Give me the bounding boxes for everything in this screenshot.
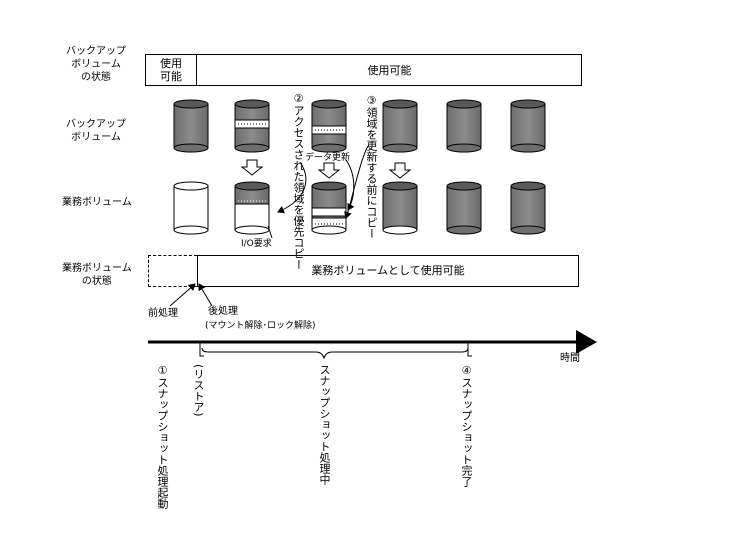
business-cylinder-6: [510, 181, 546, 235]
during-snapshot-label: スナップショット処理中: [318, 364, 331, 485]
step1-label: ①スナップショット処理起動: [156, 364, 169, 509]
post-process-detail-label: (マウント解除･ロック解除): [205, 321, 316, 331]
backup-volume-label: バックアップ ボリューム: [66, 118, 126, 144]
backup-state-bar: [145, 54, 582, 86]
snapshot-brace: [201, 347, 469, 360]
down-arrow-1: [240, 159, 264, 176]
pre-process-arrow: [169, 283, 196, 307]
backup-volume-label-line2: ボリューム: [71, 132, 121, 143]
backup-cylinder-6: [510, 99, 546, 153]
backup-state-label-line3: の状態: [81, 72, 111, 83]
business-cylinder-5: [446, 181, 482, 235]
step4-label: ④スナップショット完了: [460, 364, 473, 487]
step2-label: ②アクセスされた領域を優先コピー: [292, 92, 305, 270]
down-arrow-2: [317, 162, 341, 179]
copy-before-update-arrow: [344, 145, 369, 219]
io-request-arrow: [267, 225, 273, 239]
backup-state-cell-unusable: [145, 54, 197, 86]
post-process-arrow: [198, 283, 213, 307]
business-cylinder-2-partial: [234, 181, 270, 235]
restore-tick: [199, 342, 204, 357]
post-process-label: 後処理: [208, 306, 238, 317]
business-volume-label: 業務ボリューム: [62, 197, 132, 208]
step3-label: ③領域を更新する前にコピー: [365, 94, 378, 239]
backup-cylinder-1: [173, 99, 209, 153]
io-request-label: I/O要求: [241, 239, 272, 249]
backup-state-label: バックアップ ボリューム の状態: [66, 45, 126, 84]
business-state-label: 業務ボリューム の状態: [62, 262, 132, 288]
restore-label: (リストア): [192, 364, 205, 417]
backup-state-label-line1: バックアップ: [66, 46, 126, 57]
business-state-text: 業務ボリュームとして使用可能: [311, 264, 465, 277]
backup-state-cell1-line2: 可能: [160, 70, 182, 83]
data-update-arrow: [345, 159, 355, 211]
business-state-label-line1: 業務ボリューム: [62, 263, 132, 274]
backup-cylinder-2: [234, 99, 270, 153]
backup-cylinder-3: [311, 99, 347, 153]
priority-copy-arrow: [277, 161, 307, 214]
backup-state-cell2-text: 使用可能: [367, 64, 412, 77]
business-cylinder-3-updated: [311, 181, 347, 235]
backup-state-label-line2: ボリューム: [71, 59, 121, 70]
backup-state-cell1-text: 使用 可能: [145, 57, 197, 83]
business-state-bar: [197, 255, 579, 287]
business-state-unusable-cell: [148, 255, 197, 287]
time-axis-label: 時間: [560, 353, 580, 364]
business-cylinder-1-empty: [173, 181, 209, 235]
backup-cylinder-4: [382, 99, 418, 153]
complete-tick: [467, 342, 472, 357]
backup-cylinder-5: [446, 99, 482, 153]
business-state-label-line2: の状態: [81, 276, 112, 287]
down-arrow-3: [388, 162, 412, 179]
backup-volume-label-line1: バックアップ: [66, 119, 126, 130]
pre-process-label: 前処理: [148, 308, 178, 319]
data-update-label: データ更新: [305, 153, 351, 163]
backup-state-cell1-line1: 使用: [160, 57, 182, 70]
business-cylinder-4: [382, 181, 418, 235]
